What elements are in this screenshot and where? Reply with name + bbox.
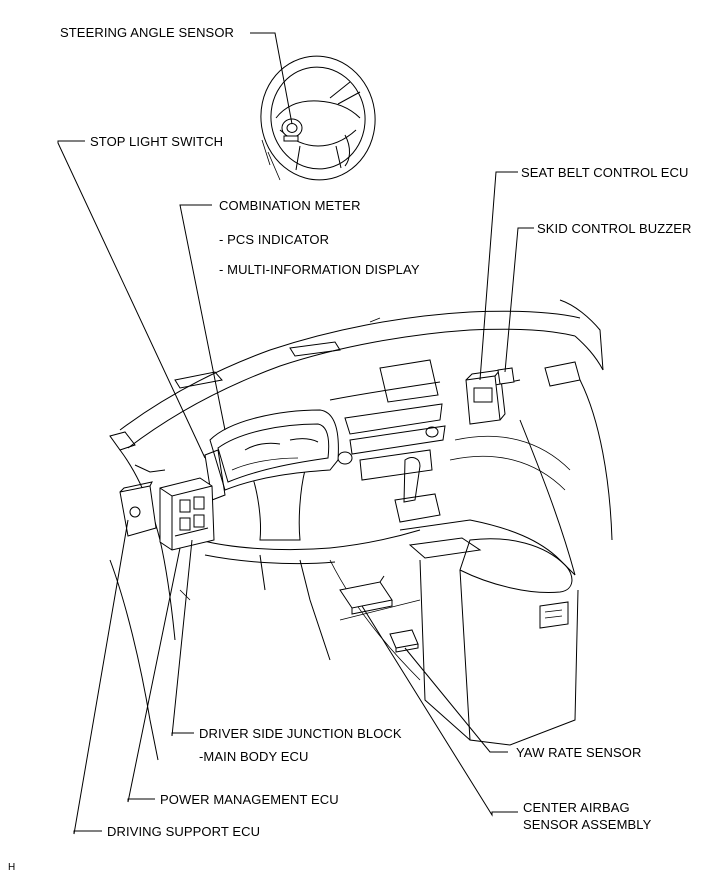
label-main-body-ecu: -MAIN BODY ECU	[199, 749, 309, 764]
label-skid-control-buzzer: SKID CONTROL BUZZER	[537, 221, 692, 236]
corner-mark: H	[8, 862, 16, 873]
seat-belt-ecu-drawing	[465, 367, 515, 425]
leader-lines	[57, 32, 534, 835]
center-airbag-sensor-drawing	[339, 575, 393, 615]
label-driving-support-ecu: DRIVING SUPPORT ECU	[107, 824, 261, 839]
label-yaw-rate-sensor: YAW RATE SENSOR	[516, 745, 642, 760]
label-pcs-indicator: - PCS INDICATOR	[219, 232, 330, 247]
yaw-rate-sensor-drawing	[389, 629, 419, 653]
label-seat-belt-control-ecu: SEAT BELT CONTROL ECU	[521, 165, 689, 180]
junction-block-drawing	[159, 477, 215, 551]
label-stop-light-switch: STOP LIGHT SWITCH	[90, 134, 224, 149]
combination-meter-drawing	[204, 409, 339, 501]
label-multi-information-display: - MULTI-INFORMATION DISPLAY	[219, 262, 420, 277]
label-center-airbag-line2: SENSOR ASSEMBLY	[523, 817, 652, 832]
steering-wheel-drawing	[260, 55, 376, 181]
label-driver-side-junction-block: DRIVER SIDE JUNCTION BLOCK	[199, 726, 402, 741]
label-center-airbag-line1: CENTER AIRBAG	[523, 800, 630, 815]
label-power-management-ecu: POWER MANAGEMENT ECU	[160, 792, 339, 807]
driving-support-ecu-drawing	[119, 481, 157, 537]
label-combination-meter: COMBINATION METER	[219, 198, 361, 213]
label-steering-angle-sensor: STEERING ANGLE SENSOR	[60, 25, 235, 40]
